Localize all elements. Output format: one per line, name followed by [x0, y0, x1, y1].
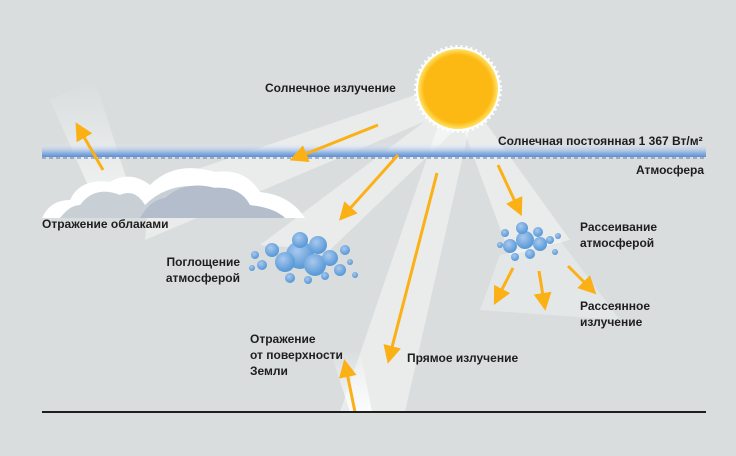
label-direct-radiation: Прямое излучение — [407, 351, 519, 365]
arrow-atmosphere — [289, 123, 379, 163]
label-ground-reflection-line3: Земли — [250, 364, 288, 378]
arrow-absorb — [338, 153, 400, 221]
radiation-arrows — [75, 122, 597, 413]
label-atmosphere: Атмосфера — [636, 163, 704, 177]
label-scattering-line1: Рассеивание — [580, 220, 658, 234]
label-ground-reflection: Отражение от поверхности Земли — [250, 331, 343, 379]
label-cloud-reflection: Отражение облаками — [42, 217, 169, 231]
label-ground-reflection-line2: от поверхности — [250, 348, 343, 362]
sun-icon — [414, 45, 502, 133]
label-solar-radiation: Солнечное излучение — [265, 81, 396, 95]
label-scattered-line2: излучение — [580, 315, 643, 329]
arrow-scattered-3 — [566, 264, 597, 295]
label-scattering: Рассеивание атмосферой — [580, 219, 657, 251]
arrow-ground-reflect — [338, 359, 357, 413]
scattering-particles — [497, 222, 561, 261]
arrow-scatter — [496, 164, 523, 217]
beam-direct — [340, 120, 470, 412]
arrow-scattered-1 — [493, 267, 515, 305]
label-absorption-line2: атмосферой — [165, 271, 240, 285]
arrow-direct — [383, 172, 439, 364]
label-ground-reflection-line1: Отражение — [250, 332, 316, 346]
label-scattered-line1: Рассеянное — [580, 299, 651, 313]
beam-cloud-reflect — [50, 80, 130, 190]
arrow-cloud-reflect — [75, 122, 105, 171]
label-absorption: Поглощение атмосферой — [140, 254, 240, 286]
cloud-icon — [42, 168, 305, 218]
absorption-particles — [249, 232, 358, 284]
label-scattering-line2: атмосферой — [580, 236, 655, 250]
atmosphere-band — [42, 143, 706, 157]
arrow-scattered-2 — [533, 270, 552, 311]
label-solar-constant: Солнечная постоянная 1 367 Вт/м² — [498, 134, 703, 148]
label-scattered: Рассеянное излучение — [580, 298, 650, 330]
label-absorption-line1: Поглощение — [166, 255, 240, 269]
